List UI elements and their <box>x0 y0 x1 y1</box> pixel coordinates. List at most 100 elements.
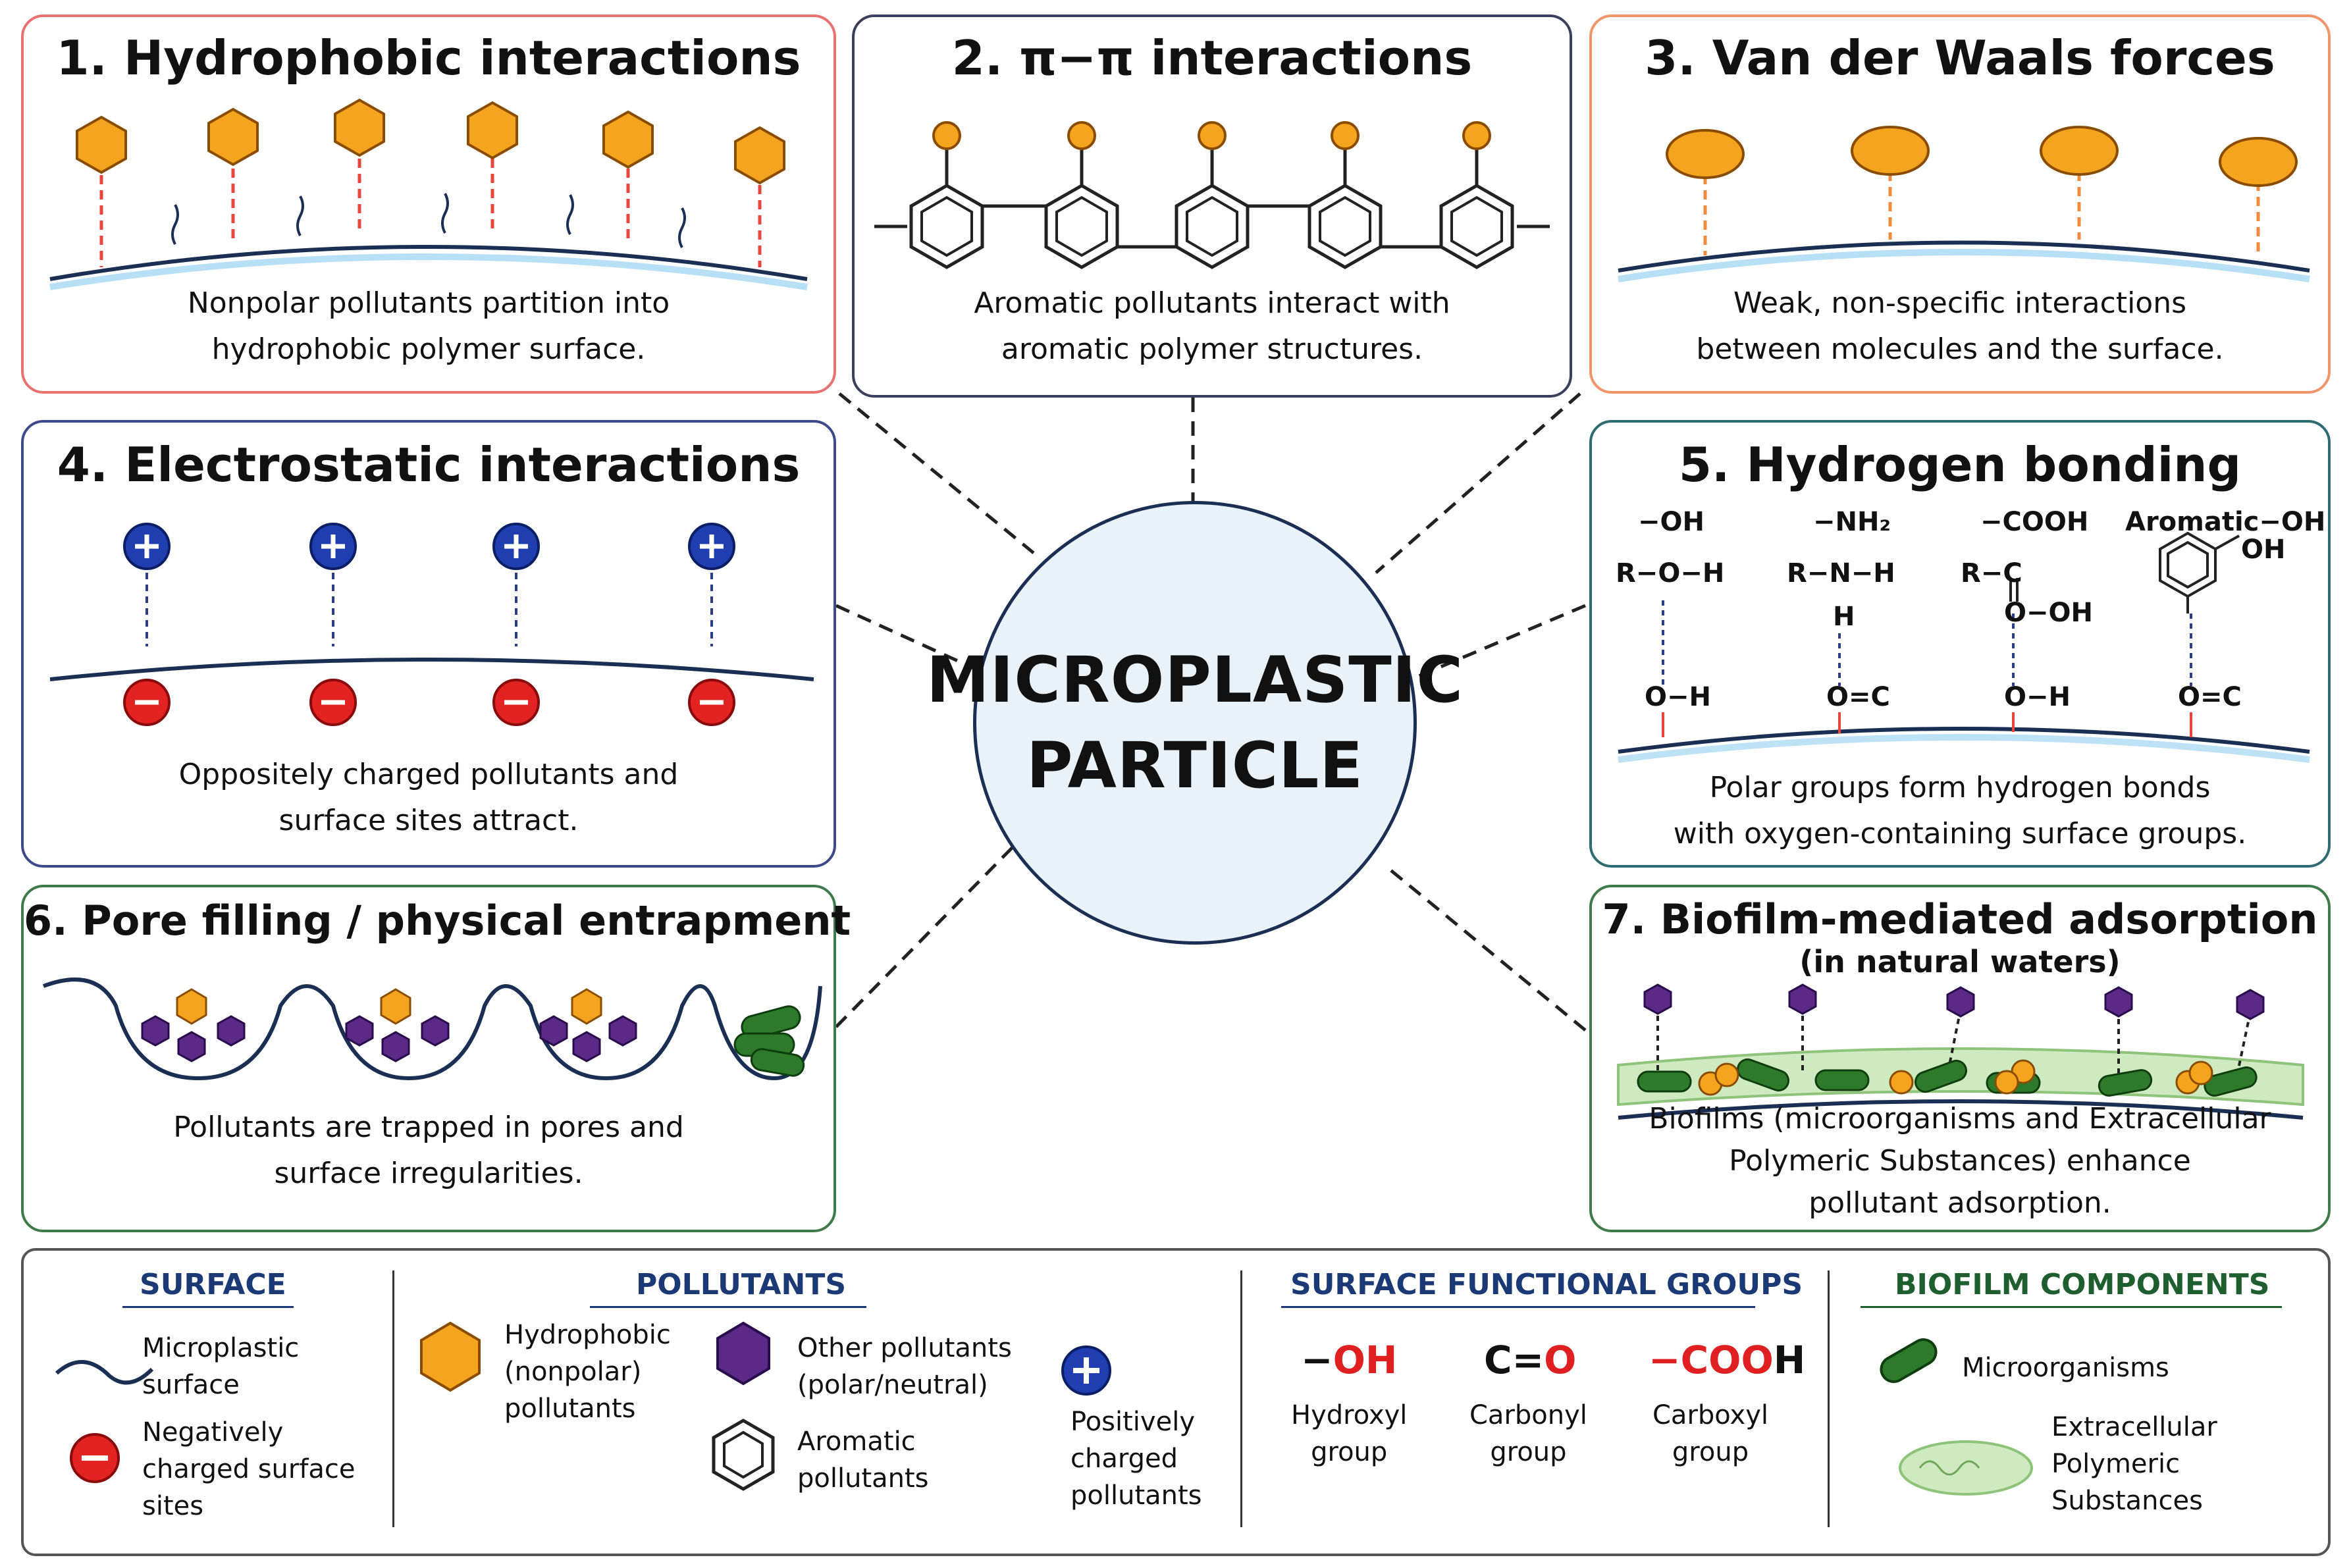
hb-group-label: Aromatic−OH <box>2125 507 2326 537</box>
legend-item-carbonyl: Carbonyl group <box>1469 1397 1587 1471</box>
legend-item-positive: Positively charged pollutants <box>1070 1403 1202 1514</box>
hb-formula: O=C <box>2178 682 2242 712</box>
hb-formula: OH <box>2241 535 2286 565</box>
legend-underline <box>122 1306 294 1308</box>
hb-group-label: −COOH <box>1980 507 2089 537</box>
legend-text: sites <box>142 1491 204 1521</box>
panel-description: Aromatic pollutants interact with aromat… <box>855 280 1570 373</box>
legend-text: pollutants <box>797 1463 929 1494</box>
legend-text: surface <box>142 1370 240 1400</box>
legend-item-microplastic-surface: Microplastic surface <box>142 1330 299 1403</box>
panel-description: Weak, non-specific interactions between … <box>1592 280 2328 373</box>
panel-title: 6. Pore filling / physical entrapment <box>24 897 851 945</box>
legend-text: pollutants <box>504 1394 636 1424</box>
desc-line: Weak, non-specific interactions <box>1733 286 2187 320</box>
panel-title: 4. Electrostatic interactions <box>57 437 801 492</box>
positive-charge-icon <box>123 523 735 570</box>
legend: SURFACE Microplastic surface Negatively … <box>21 1248 2331 1556</box>
legend-separator <box>392 1270 394 1527</box>
panel-van-der-waals: 3. Van der Waals forces Weak, non-specif… <box>1589 14 2331 394</box>
hydrophobic-illustration <box>49 98 808 290</box>
panel-description: Pollutants are trapped in pores and surf… <box>24 1105 833 1197</box>
electrostatic-illustration <box>49 523 814 726</box>
legend-text: Carboxyl <box>1652 1400 1768 1430</box>
functional-group-hydroxyl: −OH <box>1301 1338 1397 1382</box>
legend-text: Positively <box>1070 1407 1195 1437</box>
legend-header-surface: SURFACE <box>140 1268 286 1301</box>
hb-formula: O−OH <box>2004 598 2093 628</box>
hb-formula: O−H <box>1645 682 1711 712</box>
microorganism-icon <box>733 1005 805 1077</box>
legend-underline <box>590 1306 866 1308</box>
functional-group-carboxyl: −COOH <box>1649 1338 1805 1382</box>
benzene-ring-icon <box>909 149 1514 269</box>
panel-description: Nonpolar pollutants partition into hydro… <box>24 280 833 373</box>
microplastic-particle-circle: MICROPLASTIC PARTICLE <box>926 501 1463 945</box>
panel-title: 3. Van der Waals forces <box>1645 30 2275 86</box>
negative-charge-icon <box>123 679 735 726</box>
legend-item-hydrophobic: Hydrophobic (nonpolar) pollutants <box>504 1317 671 1427</box>
legend-text: group <box>1311 1437 1388 1467</box>
legend-text: Hydroxyl <box>1291 1400 1408 1430</box>
desc-line: Pollutants are trapped in pores and <box>173 1111 684 1144</box>
desc-line: Polar groups form hydrogen bonds <box>1709 771 2211 804</box>
hb-formula: R−O−H <box>1616 558 1725 588</box>
desc-line: with oxygen-containing surface groups. <box>1673 817 2247 850</box>
fg-highlight: COO <box>1680 1338 1774 1382</box>
legend-text: Extracellular <box>2051 1412 2217 1442</box>
legend-text: (nonpolar) <box>504 1357 642 1387</box>
legend-text: Other pollutants <box>797 1333 1012 1363</box>
desc-line: between molecules and the surface. <box>1696 332 2224 366</box>
panel-title: 1. Hydrophobic interactions <box>56 30 801 86</box>
desc-line: surface sites attract. <box>278 804 579 837</box>
legend-text: Aromatic <box>797 1426 916 1457</box>
desc-line: Nonpolar pollutants partition into <box>187 286 670 320</box>
desc-line: Aromatic pollutants interact with <box>974 286 1450 320</box>
legend-item-negative-sites: Negatively charged surface sites <box>142 1414 356 1525</box>
panel-pi-pi: 2. π−π interactions Aromatic pollutants … <box>852 14 1572 398</box>
hb-group-label: −NH₂ <box>1813 507 1891 537</box>
panel-electrostatic: 4. Electrostatic interactions Oppositely… <box>21 420 836 868</box>
panel-title: 5. Hydrogen bonding <box>1678 437 2242 492</box>
panel-description: Biofilms (microorganisms and Extracellul… <box>1592 1098 2328 1224</box>
biofilm-illustration <box>1617 983 2304 1120</box>
legend-text: Negatively <box>142 1417 284 1448</box>
center-label-line2: PARTICLE <box>1026 729 1363 802</box>
hb-formula: O=C <box>1826 682 1890 712</box>
legend-text: charged surface <box>142 1454 356 1484</box>
legend-item-carboxyl: Carboxyl group <box>1652 1397 1768 1471</box>
fg-suffix: H <box>1773 1338 1806 1382</box>
fg-highlight: O <box>1544 1338 1577 1382</box>
panel-hydrogen-bonding: 5. Hydrogen bonding −OH −NH₂ −COOH Aroma… <box>1589 420 2331 868</box>
hb-formula: H <box>1833 602 1855 632</box>
legend-underline <box>1861 1306 2282 1308</box>
legend-text: Polymeric <box>2051 1449 2180 1479</box>
hb-group-label: −OH <box>1638 507 1704 537</box>
panel-subtitle: (in natural waters) <box>1799 944 2121 980</box>
legend-text: pollutants <box>1070 1480 1202 1511</box>
desc-line: surface irregularities. <box>274 1157 583 1190</box>
desc-line: aromatic polymer structures. <box>1001 332 1423 366</box>
hb-formula: R−N−H <box>1787 558 1895 588</box>
hb-formula: O−H <box>2004 682 2071 712</box>
panel-description: Polar groups form hydrogen bonds with ox… <box>1592 765 2328 857</box>
panel-pore-filling: 6. Pore filling / physical entrapment Po… <box>21 885 851 1232</box>
legend-text: Microplastic <box>142 1333 300 1363</box>
legend-item-microorganisms: Microorganisms <box>1962 1349 2169 1386</box>
legend-icons <box>55 1321 2033 1496</box>
panel-title: 2. π−π interactions <box>951 30 1473 86</box>
legend-separator <box>1240 1270 1242 1527</box>
pi-pi-illustration <box>874 121 1550 269</box>
fg-prefix: C= <box>1484 1338 1545 1382</box>
legend-text: Hydrophobic <box>504 1320 671 1350</box>
legend-header-pollutants: POLLUTANTS <box>636 1268 847 1301</box>
legend-item-eps: Extracellular Polymeric Substances <box>2051 1409 2217 1519</box>
legend-underline <box>1281 1306 1755 1308</box>
panel-hydrophobic: 1. Hydrophobic interactions Nonpolar pol… <box>21 14 836 394</box>
legend-text: Carbonyl <box>1469 1400 1587 1430</box>
desc-line: hydrophobic polymer surface. <box>211 332 646 366</box>
hydrophobic-pollutant-icon <box>76 98 785 185</box>
fg-prefix: − <box>1649 1338 1681 1382</box>
fg-highlight: OH <box>1333 1338 1398 1382</box>
